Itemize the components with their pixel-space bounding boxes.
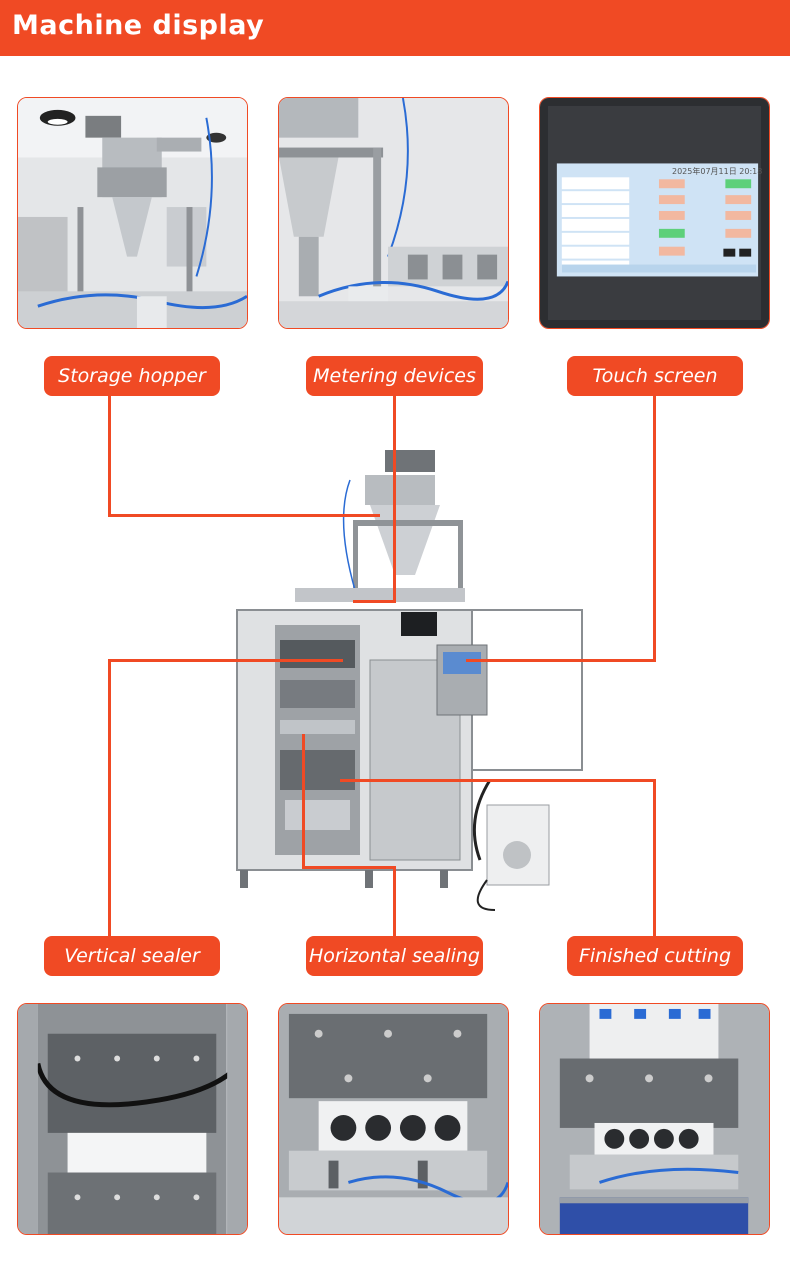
connector-storage-hopper-h — [108, 514, 380, 517]
photo-touch-screen: 2025年07月11日 20:18 — [539, 97, 770, 329]
connector-finished-cutting-h — [340, 779, 656, 782]
connector-vertical-sealer — [108, 659, 111, 937]
connector-horizontal-sealing-h — [302, 866, 396, 869]
header-banner: Machine display — [0, 0, 790, 56]
connector-metering — [393, 396, 396, 601]
label-touch-screen: Touch screen — [567, 356, 743, 396]
connector-touch-screen-h — [466, 659, 656, 662]
machine-illustration — [225, 440, 595, 920]
connector-touch-screen — [653, 396, 656, 662]
connector-horizontal-sealing-v1 — [302, 734, 305, 868]
photo-horizontal-sealing — [278, 1003, 509, 1235]
photo-metering-devices — [278, 97, 509, 329]
connector-finished-cutting — [653, 779, 656, 937]
photo-storage-hopper — [17, 97, 248, 329]
screen-datetime: 2025年07月11日 20:18 — [672, 167, 763, 176]
connector-vertical-sealer-h — [108, 659, 343, 662]
label-vertical-sealer: Vertical sealer — [44, 936, 220, 976]
label-metering-devices: Metering devices — [306, 356, 483, 396]
photo-finished-cutting — [539, 1003, 770, 1235]
connector-storage-hopper — [108, 396, 111, 516]
connector-metering-h — [353, 600, 396, 603]
label-storage-hopper: Storage hopper — [44, 356, 220, 396]
label-horizontal-sealing: Horizontal sealing — [306, 936, 483, 976]
page-title: Machine display — [12, 10, 265, 41]
connector-horizontal-sealing-v2 — [393, 866, 396, 937]
photo-vertical-sealer — [17, 1003, 248, 1235]
label-finished-cutting: Finished cutting — [567, 936, 743, 976]
